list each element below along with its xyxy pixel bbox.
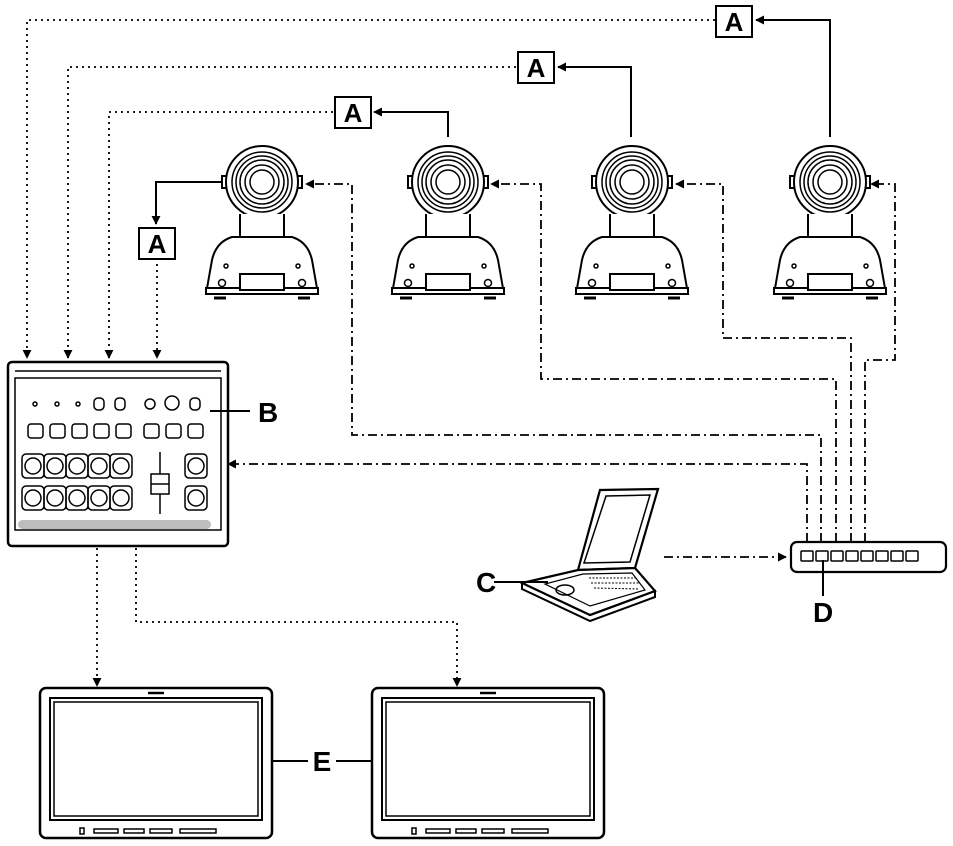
- video-line-cam4: [22, 19, 715, 359]
- a-label: A: [344, 98, 363, 128]
- cam3-out-line: [557, 62, 632, 137]
- video-line-cam2: [104, 111, 333, 359]
- a-label: A: [527, 53, 546, 83]
- monitor-icon: [370, 686, 606, 840]
- video-line-cam3: [63, 66, 516, 359]
- a-label: A: [148, 229, 167, 259]
- a-box-cam2: A: [334, 96, 372, 129]
- ptz-camera-icon: [772, 144, 888, 300]
- lan-line-switcher: [227, 459, 808, 542]
- network-hub-icon: [789, 540, 948, 574]
- lan-line-cam3: [675, 179, 852, 542]
- a-box-cam4: A: [715, 5, 753, 38]
- a-box-cam1: A: [138, 227, 176, 260]
- a-label: A: [725, 7, 744, 37]
- ptz-camera-icon: [204, 144, 320, 300]
- lan-line-cam1: [305, 179, 822, 542]
- cam1-out-line: [151, 181, 223, 225]
- video-line-monitor-right: [135, 548, 462, 687]
- laptop-icon: [518, 487, 660, 623]
- cam2-out-line: [373, 107, 449, 137]
- label-e: E: [313, 746, 332, 777]
- switcher-icon: [6, 360, 230, 548]
- cam4-out-line: [755, 15, 831, 137]
- label-b: B: [258, 397, 278, 428]
- ptz-camera-icon: [574, 144, 690, 300]
- ptz-camera-icon: [390, 144, 506, 300]
- fader-bar: [18, 520, 211, 529]
- lan-line-cam2: [490, 179, 837, 542]
- monitor-icon: [38, 686, 274, 840]
- lan-line-cam4: [864, 179, 896, 542]
- label-c: C: [476, 567, 496, 598]
- a-box-cam3: A: [517, 51, 555, 84]
- label-d: D: [813, 597, 833, 628]
